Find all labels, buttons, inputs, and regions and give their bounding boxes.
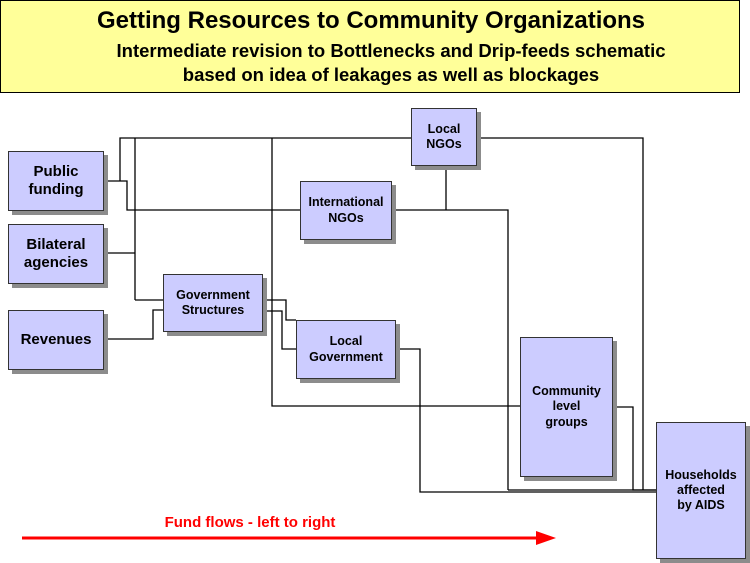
node-households-label: Households affected by AIDS [665,467,737,513]
diagram-subtitle-line1: Intermediate revision to Bottlenecks and… [116,40,666,61]
line-local-gov-out [396,348,656,493]
line-international-ngos [392,209,509,490]
node-public-funding-label: Public funding [28,162,84,198]
node-households: Households affected by AIDS [656,422,746,559]
node-bilateral-agencies: Bilateral agencies [8,224,104,284]
line-gov-to-local-2 [263,310,296,350]
node-community-groups-label: Community level groups [532,384,601,429]
node-government-structures-label: Government Structures [176,287,250,317]
line-top-frame [119,137,644,490]
line-central-loop [271,138,520,407]
line-gov-to-local [263,299,296,321]
title-banner: Getting Resources to Community Organizat… [0,0,740,93]
node-revenues: Revenues [8,310,104,370]
node-local-government-label: Local Government [309,334,383,364]
line-revenues [104,309,163,340]
node-local-ngos: Local NGOs [411,108,477,166]
diagram-subtitle-line2: based on idea of leakages as well as blo… [182,64,600,85]
node-international-ngos-label: International NGOs [308,195,384,225]
node-government-structures: Government Structures [163,274,263,332]
node-international-ngos: International NGOs [300,181,392,240]
line-community-out [613,406,656,491]
diagram-title: Getting Resources to Community Organizat… [96,7,646,34]
line-public-funding [104,180,300,211]
node-bilateral-agencies-label: Bilateral agencies [23,235,89,271]
node-public-funding: Public funding [8,151,104,211]
node-revenues-label: Revenues [20,330,92,348]
node-local-government: Local Government [296,320,396,379]
node-local-ngos-label: Local NGOs [426,121,462,151]
fund-flow-arrow [22,531,556,545]
node-community-groups: Community level groups [520,337,613,477]
fund-flow-label: Fund flows - left to right [164,514,336,531]
